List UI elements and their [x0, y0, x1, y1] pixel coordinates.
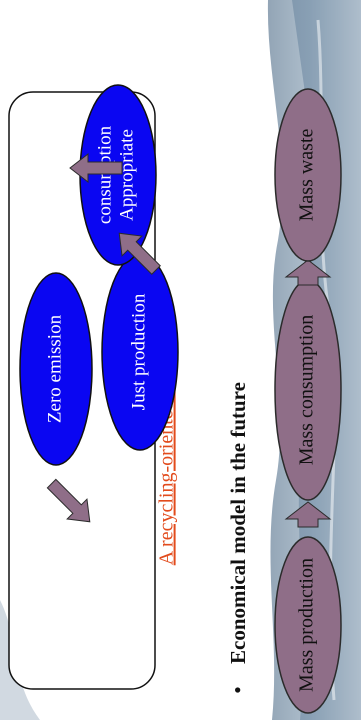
cycle-node-just-production: Just production	[101, 253, 179, 451]
top-flow: Mass production Mass consumption Mass wa…	[274, 88, 342, 714]
cycle-arrow-to-appropriate	[118, 232, 161, 275]
flow-arrow-1	[284, 501, 332, 528]
cycle-diagram: Just production Appropriate consumption …	[19, 84, 179, 523]
flow-node-label: Mass waste	[296, 128, 318, 221]
flow-arrow-2	[284, 259, 332, 286]
cycle-node-appropriate-consumption: Appropriate consumption	[79, 84, 157, 266]
cycle-node-label: Zero emission	[44, 314, 65, 423]
flow-node-label: Mass production	[296, 558, 318, 692]
flow-node-mass-production: Mass production	[274, 536, 342, 714]
cycle-arrow-to-zero-emission	[69, 152, 123, 184]
bullet-heading: • Economical model in the future	[225, 382, 250, 694]
cycle-node-zero-emission: Zero emission	[19, 272, 93, 466]
flow-node-label: Mass consumption	[296, 315, 318, 466]
bullet-symbol: •	[225, 686, 250, 694]
cycle-node-label: Just production	[128, 293, 149, 410]
section-heading: Economical model in the future	[226, 382, 250, 664]
cycle-arrow-to-just-production	[46, 478, 91, 523]
cycle-node-label-line1: Appropriate	[116, 129, 137, 221]
flow-node-mass-waste: Mass waste	[274, 88, 342, 262]
cycle-node-label-line2: consumption	[94, 125, 115, 224]
flow-node-mass-consumption: Mass consumption	[274, 279, 342, 501]
